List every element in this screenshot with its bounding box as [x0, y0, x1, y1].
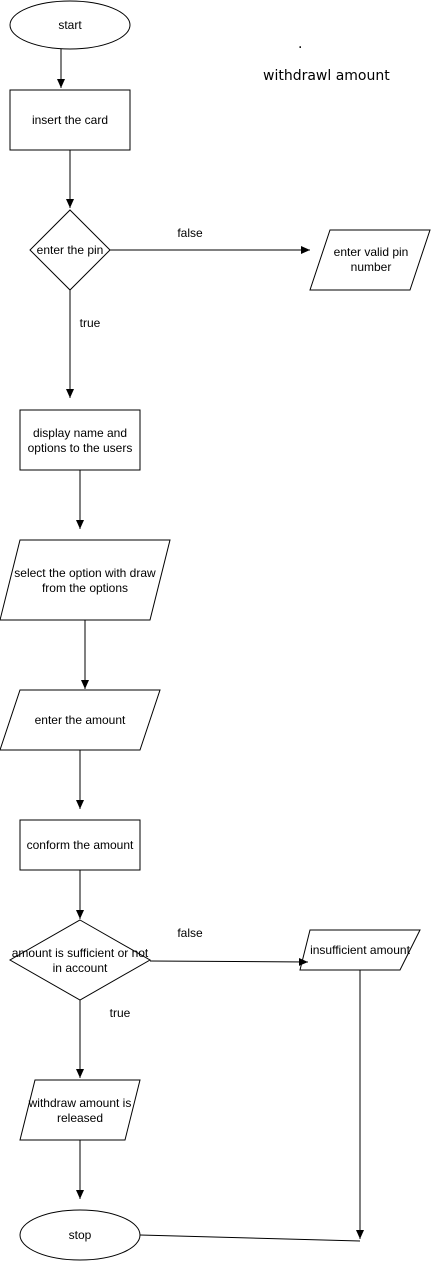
withdraw-released-io	[19, 1079, 141, 1141]
display-name-process	[19, 409, 141, 471]
pin-false-label: false	[177, 226, 203, 240]
enter-amount-io	[0, 689, 161, 751]
amount-check-label: amount is sufficient or not in account	[11, 946, 149, 975]
stray-dot: .	[298, 36, 303, 52]
amount-true-label: true	[109, 1006, 131, 1020]
enter-valid-pin-label: enter valid pin number	[333, 245, 409, 274]
enter-amount-label: enter the amount	[34, 713, 126, 727]
start-terminal	[9, 0, 131, 50]
amount-false-label: false	[177, 926, 203, 940]
withdraw-released-label: withdraw amount is released	[28, 1096, 132, 1125]
select-option-io	[0, 539, 171, 621]
insert-card-process	[9, 89, 131, 151]
enter-pin-label: enter the pin	[36, 243, 104, 257]
insufficient-amount-io	[299, 929, 421, 971]
conform-amount-process	[19, 819, 141, 871]
display-name-label: display name and options to the users	[27, 426, 133, 455]
edge-check-false	[149, 957, 309, 966]
diagram-title: withdrawl amount	[263, 68, 390, 84]
pin-true-label: true	[79, 316, 101, 330]
stop-label: stop	[68, 1228, 92, 1242]
enter-valid-pin-io	[309, 229, 431, 291]
select-option-label: select the option with draw from the opt…	[14, 566, 156, 595]
start-label: start	[58, 18, 82, 32]
edge-stop-to-insufficient	[139, 1234, 361, 1242]
insert-card-label: insert the card	[31, 113, 109, 127]
conform-amount-label: conform the amount	[26, 838, 134, 852]
insufficient-label: insufficient amount	[310, 943, 410, 957]
